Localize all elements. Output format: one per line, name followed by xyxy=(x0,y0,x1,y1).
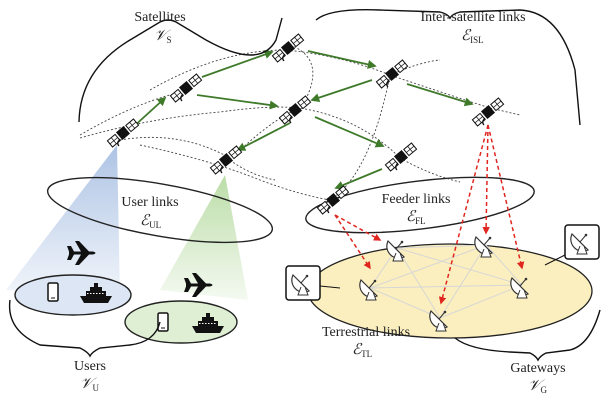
feeder-links-symbol: ℰFL xyxy=(406,209,426,226)
user-group-green xyxy=(124,300,238,344)
label-terrestrial-links: Terrestrial links ℰTL xyxy=(322,325,410,359)
label-isl: Inter-satellite links ℰISL xyxy=(420,10,525,45)
user-links-ellipse xyxy=(46,176,274,244)
label-users: Users 𝒱U xyxy=(74,359,106,393)
terrestrial-links-symbol: ℰTL xyxy=(352,342,372,359)
terrestrial-mesh xyxy=(369,244,523,319)
satellite-icon xyxy=(375,58,409,90)
satellite-icon xyxy=(169,72,203,104)
user-beam-blue xyxy=(6,145,120,296)
isl-arrows xyxy=(131,50,474,190)
brace-isl xyxy=(315,9,581,126)
feeder-links-ellipse xyxy=(305,176,535,234)
satellites-symbol: 𝒱S xyxy=(154,28,172,45)
feeder-links-title: Feeder links xyxy=(382,192,451,207)
brace-satellites xyxy=(78,17,283,123)
satellite-icon xyxy=(278,94,312,126)
terrestrial-links-title: Terrestrial links xyxy=(322,325,410,340)
user-group-blue xyxy=(14,274,132,316)
satellite-icon xyxy=(106,117,140,149)
users-title: Users xyxy=(74,359,106,374)
label-satellites: Satellites 𝒱S xyxy=(134,10,185,45)
satellite-icon xyxy=(384,141,418,173)
brace-users xyxy=(8,299,161,358)
satellite-group xyxy=(106,32,505,216)
braces xyxy=(8,9,601,362)
users-symbol: 𝒱U xyxy=(80,376,100,393)
gateway-callout-right xyxy=(544,224,600,266)
phone-icon xyxy=(47,282,59,302)
isl-title: Inter-satellite links xyxy=(420,10,525,25)
label-gateways: Gateways 𝒱G xyxy=(510,361,565,393)
satellite-icon xyxy=(316,184,350,216)
label-feeder-links: Feeder links ℰFL xyxy=(382,192,451,226)
gateway-callout-left xyxy=(285,265,341,301)
satellites-title: Satellites xyxy=(134,10,185,25)
label-user-links: User links ℰUL xyxy=(121,195,178,230)
user-beam-green xyxy=(160,175,248,300)
gateways-symbol: 𝒱G xyxy=(528,378,548,393)
orbits xyxy=(79,44,521,201)
gateways-title: Gateways xyxy=(510,361,565,376)
isl-symbol: ℰISL xyxy=(461,28,484,45)
satellite-icon xyxy=(209,144,243,176)
feeder-arrows xyxy=(334,124,525,305)
user-links-symbol: ℰUL xyxy=(140,213,161,230)
brace-gateways xyxy=(454,309,601,362)
user-links-title: User links xyxy=(121,195,178,210)
satellite-icon xyxy=(471,96,505,128)
